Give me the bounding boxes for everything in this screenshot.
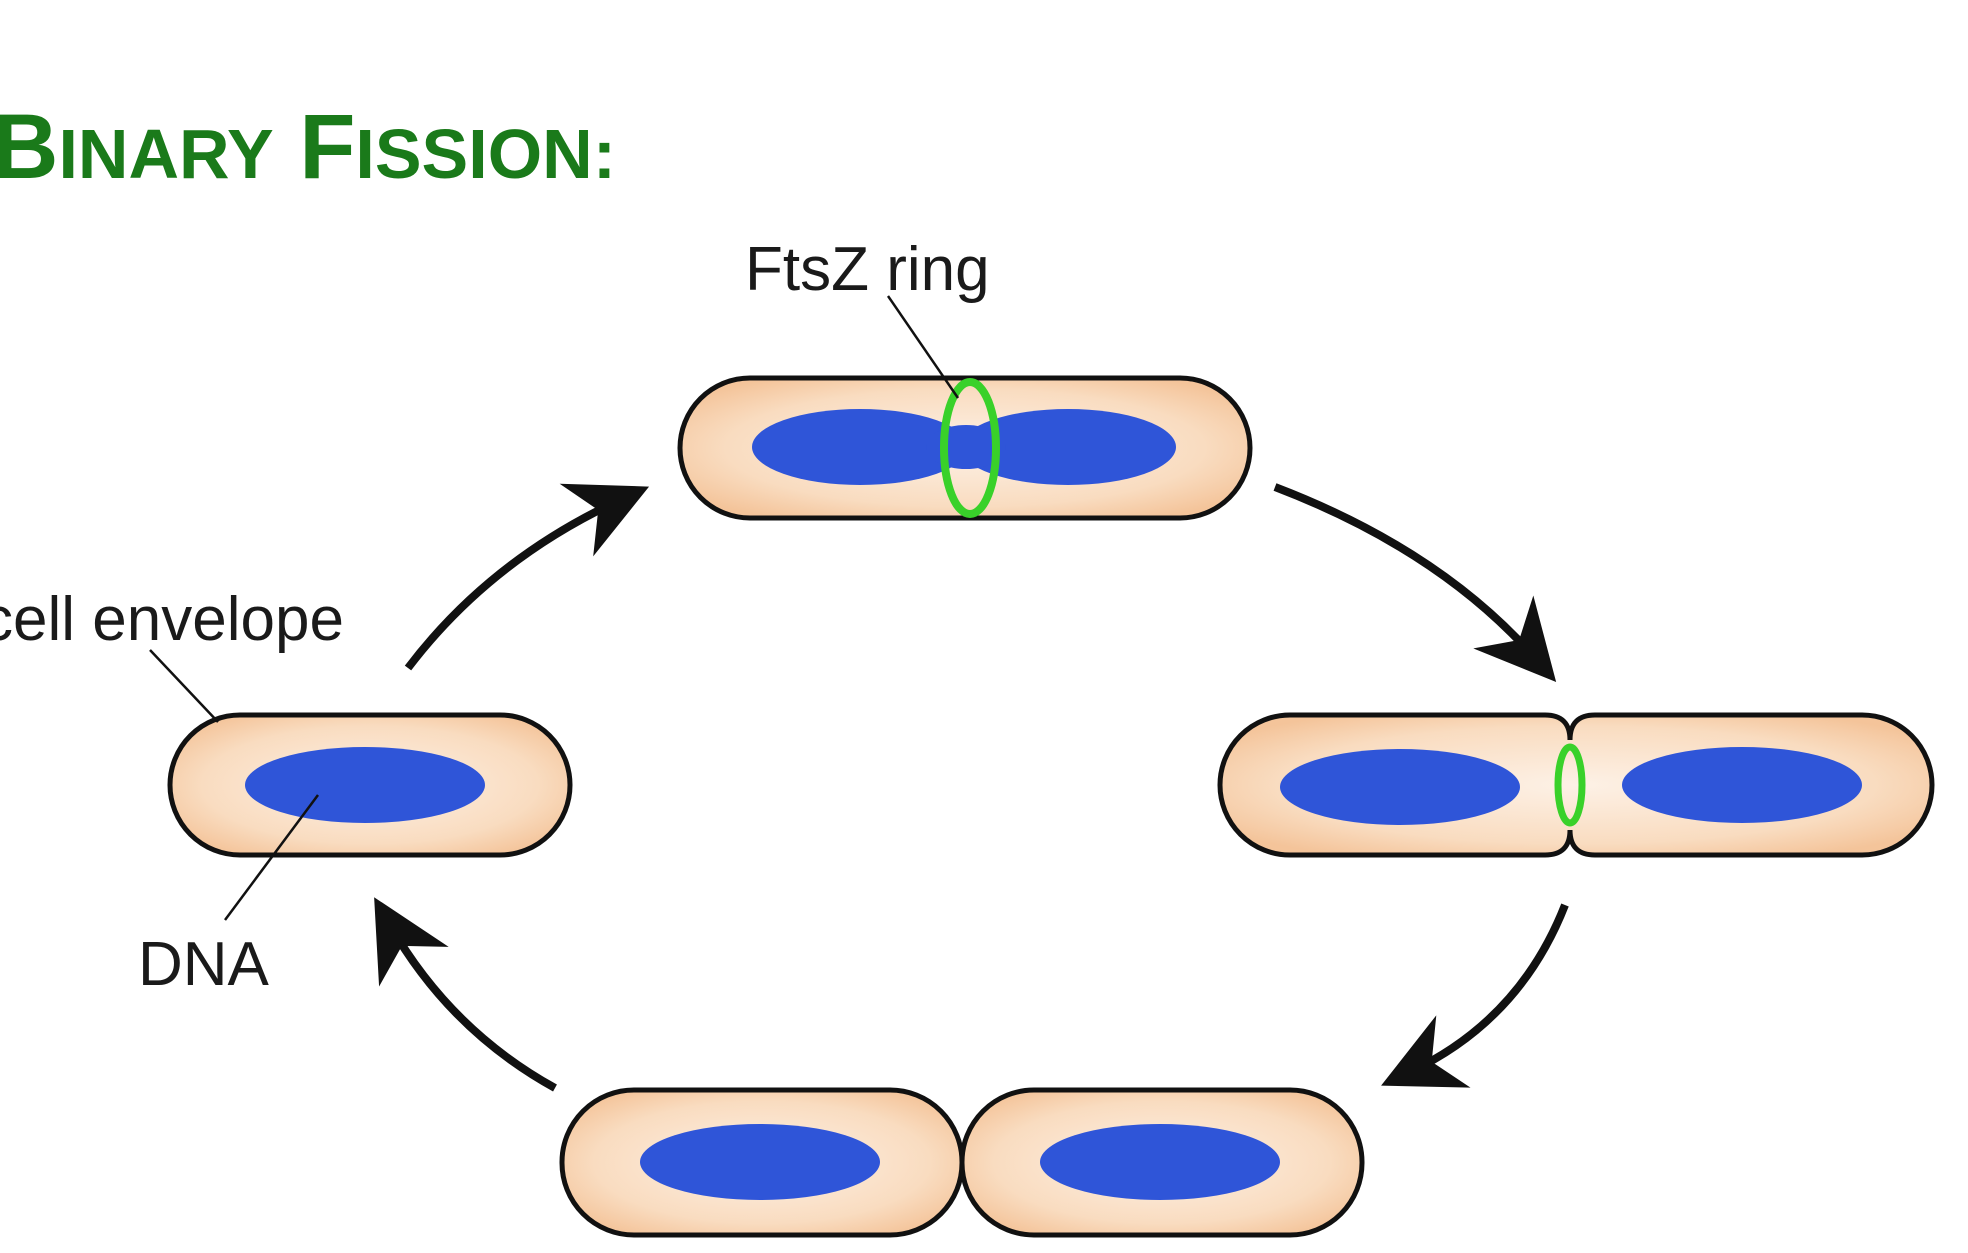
ftsz-ring-shape: [940, 378, 1000, 518]
stage-daughter-cells: [559, 1087, 1365, 1238]
arrow-elongated-to-constricting: [1273, 483, 1557, 683]
diagram-title: BINARY FISSION:: [0, 96, 616, 198]
dna-shape-left: [1280, 749, 1520, 825]
ftsz-ring-shape: [1554, 743, 1586, 827]
cell-envelope-label: cell envelope: [0, 585, 344, 654]
dna-leader-line: [223, 794, 320, 921]
dna-shape-right: [1040, 1124, 1280, 1200]
stage-single-cell: [167, 712, 573, 858]
dna-shape-left: [640, 1124, 880, 1200]
arrow-single-to-elongated: [404, 483, 650, 671]
ftsz-ring-label: FtsZ ring: [745, 235, 990, 304]
arrow-constricting-to-daughters: [1381, 903, 1569, 1088]
dna-shape-right: [1622, 747, 1862, 823]
stage-elongated-cell: [677, 375, 1253, 521]
cell-envelope-leader-line: [149, 649, 219, 723]
dna-shape-right: [960, 409, 1176, 485]
stage-constricting-cell: [1217, 712, 1935, 858]
dna-shape-left: [752, 409, 968, 485]
ftsz-ring-leader-line: [886, 295, 960, 399]
dna-label: DNA: [138, 930, 270, 999]
arrow-daughters-to-single: [374, 897, 557, 1092]
dna-shape: [245, 747, 485, 823]
